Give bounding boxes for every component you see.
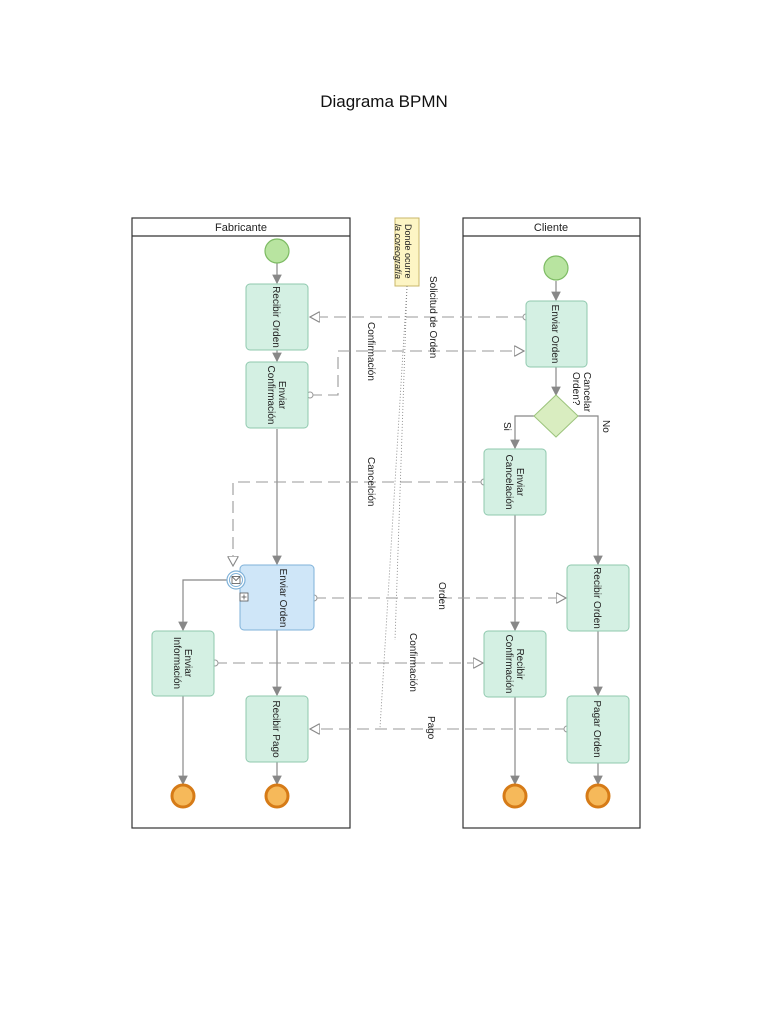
end-event — [502, 783, 528, 809]
message-flow-cancelacion — [233, 481, 484, 566]
pool-label-cliente: Cliente — [534, 222, 568, 234]
task-pagar-orden: Pagar Orden — [566, 695, 630, 764]
end-event — [264, 783, 290, 809]
annotation-line-2: la coreografía — [393, 224, 403, 279]
task-label: Confirmación — [503, 635, 514, 694]
message-label-cancelacion: Cancelción — [365, 457, 376, 506]
task-label: Enviar — [514, 468, 525, 497]
sequence-flow — [178, 579, 230, 632]
task-recibir-orden-cliente: Recibir Orden — [566, 564, 630, 632]
annotation-line-1: Donde ocurre — [403, 224, 413, 279]
message-label-confirmacion-2: Confirmación — [407, 633, 418, 692]
task-enviar-informacion: Enviar Información — [151, 630, 215, 697]
message-label-pago: Pago — [425, 716, 436, 740]
sequence-flow — [510, 415, 536, 450]
message-flow-confirmacion — [310, 351, 524, 396]
task-label: Enviar — [276, 381, 287, 410]
task-enviar-confirmacion: Enviar Confirmación — [245, 361, 309, 429]
task-label: Cancelación — [503, 454, 514, 509]
boundary-message-event — [226, 570, 246, 590]
task-label: Confirmación — [265, 366, 276, 425]
text-annotation: Donde ocurre la coreografía — [393, 217, 420, 287]
task-enviar-orden-cliente: Enviar Orden — [525, 300, 588, 368]
message-label-solicitud: Solicitud de Orden — [427, 276, 438, 358]
task-label: Enviar Orden — [549, 305, 560, 364]
page-title: Diagrama BPMN — [320, 92, 448, 111]
task-label: Recibir Pago — [270, 700, 281, 758]
start-event-cliente — [543, 255, 569, 281]
start-event-fabricante — [264, 238, 290, 264]
task-label: Información — [171, 637, 182, 689]
task-label: Enviar Orden — [277, 569, 288, 628]
association-line — [379, 285, 408, 729]
gateway-question-line-2: Orden? — [570, 372, 581, 406]
task-recibir-pago: Recibir Pago — [245, 695, 309, 763]
task-recibir-orden: Recibir Orden — [245, 283, 309, 351]
subprocess-enviar-orden: Enviar Orden — [239, 564, 315, 631]
gateway-label-no: No — [600, 420, 611, 433]
message-label-confirmacion: Confirmación — [365, 322, 376, 381]
end-event — [170, 783, 196, 809]
association-line — [394, 285, 408, 641]
gateway-question-line-1: Cancelar — [581, 372, 592, 413]
task-label: Enviar — [182, 649, 193, 678]
sequence-flow — [576, 415, 603, 566]
pool-fabricante: Fabricante — [131, 217, 351, 829]
end-event — [585, 783, 611, 809]
message-label-orden: Orden — [436, 582, 447, 610]
task-enviar-cancelacion: Enviar Cancelación — [483, 448, 547, 516]
exclusive-gateway — [533, 394, 579, 438]
task-label: Recibir Orden — [591, 567, 602, 629]
pool-label-fabricante: Fabricante — [215, 222, 267, 234]
task-label: Pagar Orden — [591, 700, 602, 757]
task-recibir-confirmacion: Recibir Confirmación — [483, 630, 547, 698]
gateway-label-si: Si — [501, 422, 512, 431]
task-label: Recibir — [514, 648, 525, 680]
task-label: Recibir Orden — [270, 286, 281, 348]
